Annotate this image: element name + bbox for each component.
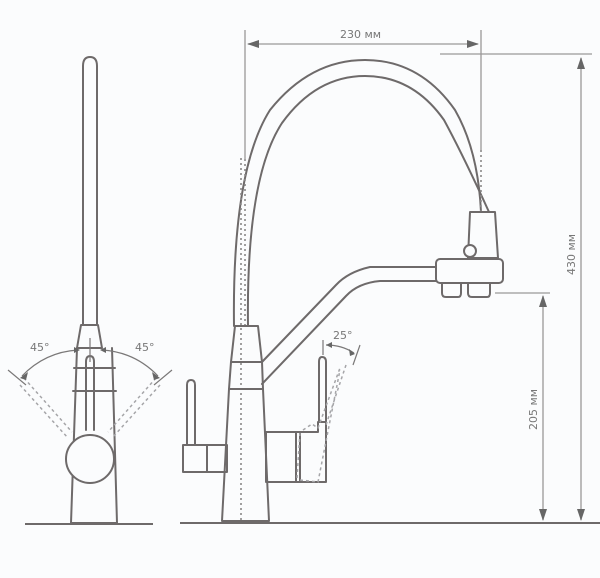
outlet-right [467, 282, 491, 298]
body-collar [230, 325, 263, 363]
front-spout [82, 56, 98, 326]
side-right-valve [265, 431, 297, 483]
reach-label: 230 мм [340, 28, 381, 41]
front-collar [76, 324, 103, 349]
swan-neck-outer [232, 59, 482, 327]
angle-label-left: 45° [30, 341, 50, 354]
side-left-valve [182, 444, 208, 473]
angle-label-filter: 25° [333, 329, 353, 342]
spout-head [435, 258, 504, 284]
front-view: 45° 45° [7, 56, 173, 525]
spray-button [463, 244, 477, 258]
filter-arm-bottom [261, 280, 437, 385]
side-left-lever [186, 379, 196, 446]
filter-lever [318, 356, 327, 423]
main-body [221, 388, 270, 522]
outlet-left [441, 282, 462, 298]
front-ball-joint [65, 434, 115, 484]
side-view: 25° [180, 59, 600, 524]
height-label: 430 мм [565, 234, 578, 275]
filter-arm-top [261, 266, 437, 363]
spout-height-label: 205 мм [527, 389, 540, 430]
filter-valve-block [299, 421, 327, 483]
dimensions: 230 мм 430 мм 205 мм [244, 28, 592, 521]
angle-label-right: 45° [135, 341, 155, 354]
